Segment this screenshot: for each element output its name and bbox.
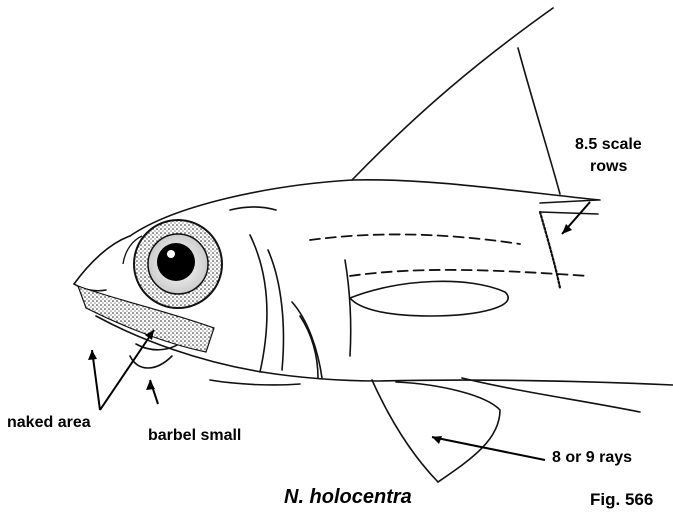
operculum — [250, 235, 267, 372]
pectoral-fin — [350, 281, 508, 316]
eye — [123, 220, 222, 308]
label-rays: 8 or 9 rays — [552, 449, 632, 467]
dorsal-fin — [352, 8, 553, 180]
caption-species: N. holocentra — [284, 486, 412, 509]
label-barbel: barbel small — [148, 427, 241, 445]
lateral-line — [310, 234, 520, 244]
scale-row-bracket — [540, 212, 560, 288]
label-scale-rows-line1: 8.5 scale — [575, 136, 642, 154]
ventral-fin — [372, 380, 438, 482]
label-scale-rows-line2: rows — [590, 158, 627, 176]
label-naked-area: naked area — [7, 414, 91, 432]
dorsal-fin-rear — [518, 48, 560, 194]
caption-figure-number: Fig. 566 — [590, 490, 653, 510]
arrow-naked-area-2 — [100, 330, 154, 410]
snout — [74, 236, 130, 284]
